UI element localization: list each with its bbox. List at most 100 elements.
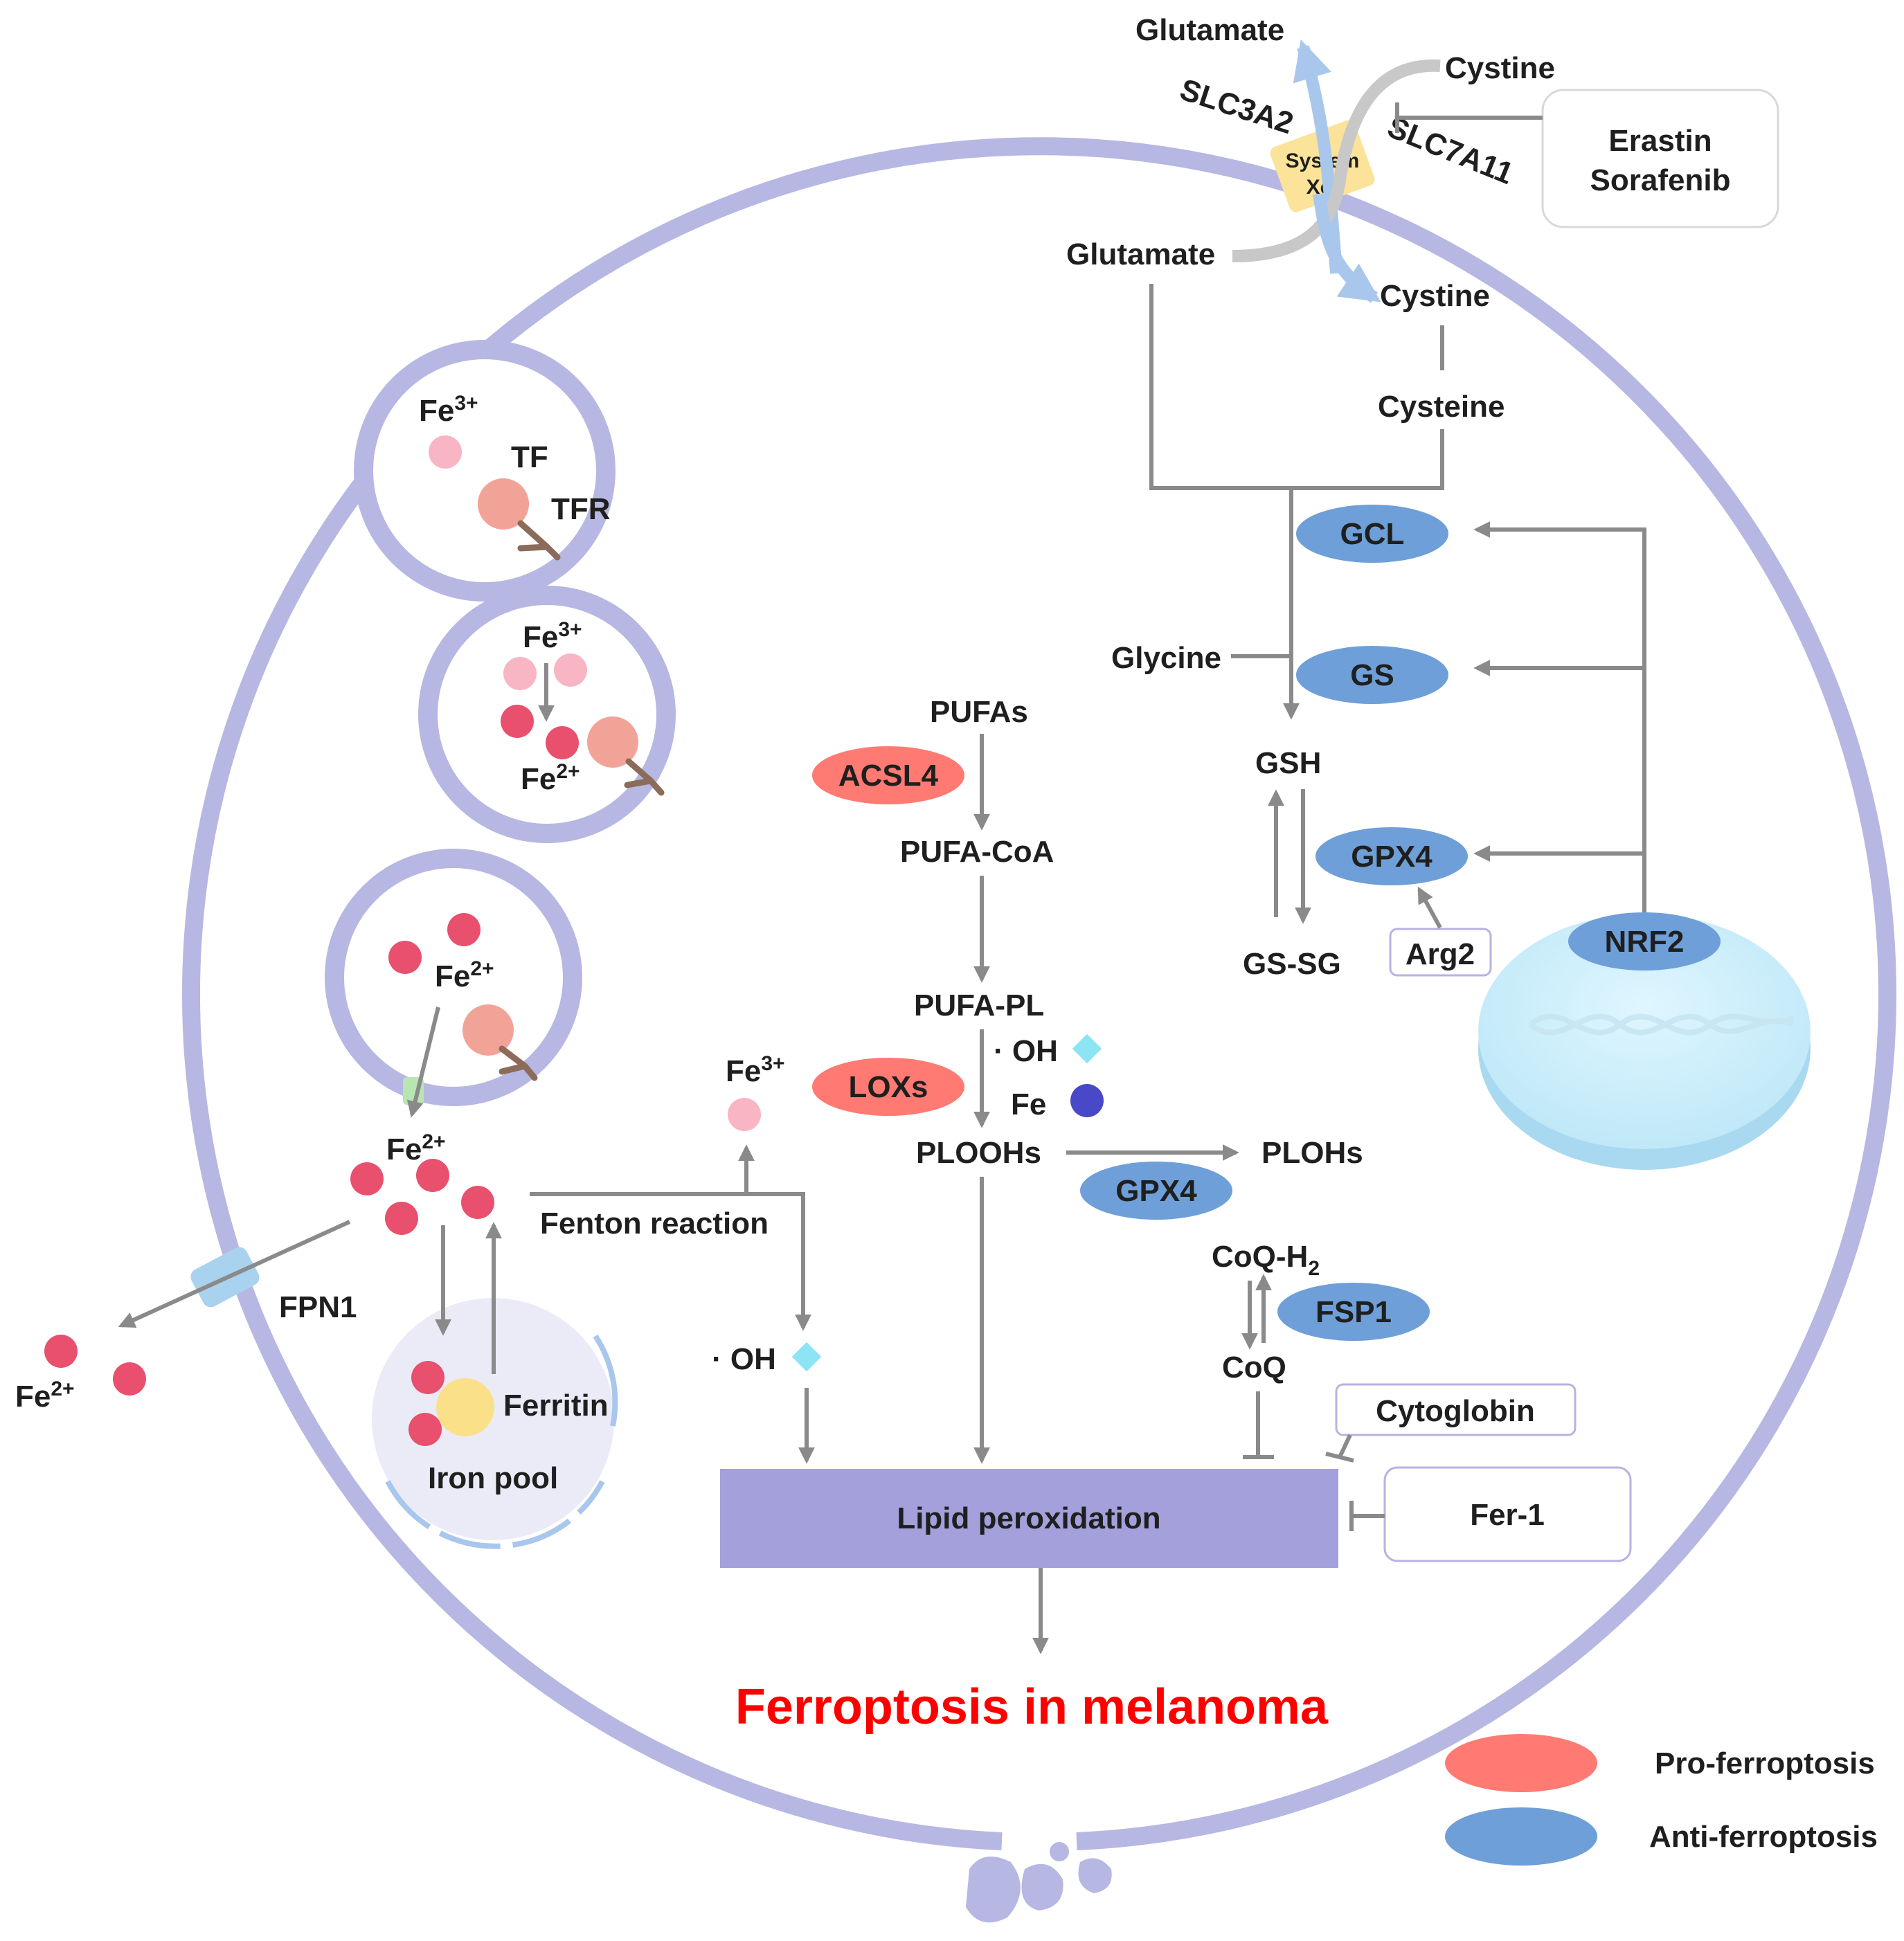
fsp1-enzyme (1277, 1283, 1430, 1341)
tfr-label: TFR (551, 492, 611, 526)
ploohs-label: PLOOHs (916, 1136, 1041, 1170)
fe2-particle (501, 705, 534, 738)
loxs-enzyme (812, 1058, 964, 1116)
arg2-label: Arg2 (1405, 937, 1475, 971)
exocytosis-vesicles (966, 1842, 1112, 1923)
cystine-in-label: Cystine (1380, 279, 1490, 313)
fsp1-label: FSP1 (1315, 1295, 1392, 1329)
pufa-coa-label: PUFA-CoA (900, 835, 1054, 869)
fe-label: Fe (1011, 1087, 1046, 1121)
glycine-label: Glycine (1111, 641, 1221, 675)
fenton-arrow (530, 1192, 811, 1331)
iron-pool-outline (593, 1334, 618, 1427)
fer1-label: Fer-1 (1470, 1498, 1545, 1532)
coq-label: CoQ (1222, 1351, 1286, 1384)
gpx4-enzyme-2 (1080, 1162, 1232, 1220)
pufas-label: PUFAs (930, 695, 1028, 729)
iron-pool-outline (385, 1480, 605, 1549)
iron-pool-label: Iron pool (428, 1461, 558, 1495)
lipid-peroxidation-box (720, 1469, 1338, 1568)
fpn1-label: FPN1 (279, 1290, 357, 1324)
transferrin-particle (587, 716, 638, 768)
erastin-sorafenib-box (1541, 89, 1779, 228)
fe3-particle (429, 435, 462, 469)
ferritin-icon (436, 1378, 494, 1436)
fe2-label-d: Fe2+ (386, 1130, 446, 1166)
fe3-label-a: Fe3+ (419, 392, 478, 428)
cytoglobin-box (1335, 1383, 1577, 1436)
gpx4-enzyme (1315, 827, 1468, 885)
fe2-particle (113, 1362, 146, 1396)
dna-helix-icon (1528, 1013, 1795, 1036)
fe3-label-b: Fe3+ (523, 618, 582, 654)
fe2-particle (44, 1335, 78, 1368)
hydroxyl-icon (1072, 1033, 1102, 1064)
legend-pro-swatch (1445, 1734, 1597, 1792)
legend: Pro-ferroptosis Anti-ferroptosis (1445, 1734, 1878, 1866)
slc3a2-label: SLC3A2 (1176, 73, 1297, 141)
arg2-box (1389, 928, 1492, 977)
tf-label: TF (511, 440, 548, 474)
fe2-particle (408, 1413, 442, 1446)
glutamate-in-label: Glutamate (1066, 237, 1215, 271)
legend-pro-label: Pro-ferroptosis (1655, 1746, 1875, 1780)
fe2-particle (447, 913, 481, 946)
arg2-arrow (1417, 886, 1442, 929)
fenton-label: Fenton reaction (540, 1207, 769, 1240)
sorafenib-label: Sorafenib (1590, 163, 1731, 197)
cytoglobin-label: Cytoglobin (1376, 1394, 1535, 1428)
oh-label-f: · OH (712, 1342, 776, 1376)
gs-enzyme (1296, 646, 1448, 704)
ferritin-label: Ferritin (503, 1389, 609, 1423)
erastin-label: Erastin (1608, 124, 1712, 158)
oh-label: · OH (994, 1034, 1058, 1068)
cytoglobin-inhibit-line (1338, 1434, 1352, 1459)
fe2-particle (388, 941, 422, 974)
fe3-label-f: Fe3+ (726, 1052, 785, 1088)
fe2-label-c: Fe2+ (435, 957, 494, 993)
plohs-label: PLOHs (1261, 1136, 1363, 1170)
transferrin-particle (462, 1004, 514, 1056)
lipid-peroxidation-label: Lipid peroxidation (897, 1501, 1160, 1535)
coqh2-label: CoQ-H2 (1212, 1240, 1320, 1280)
cell-membrane (182, 137, 1896, 1850)
gsh-label: GSH (1255, 746, 1321, 780)
glutamate-out-label: Glutamate (1135, 13, 1284, 47)
fe2-particle (546, 726, 579, 759)
transferrin-particle (478, 478, 529, 530)
endosome-3 (325, 849, 582, 1106)
iron-icon (1070, 1084, 1104, 1117)
pufa-pl-label: PUFA-PL (914, 988, 1044, 1022)
nrf2-label: NRF2 (1605, 925, 1685, 959)
cystine-out-label: Cystine (1445, 51, 1555, 85)
tfr-receptor-icon (624, 758, 665, 796)
tfr-receptor-icon (517, 520, 561, 561)
slc7a11-label: SLC7A11 (1383, 110, 1518, 191)
gcl-label: GCL (1340, 517, 1405, 551)
labile-fe2-particles (350, 1159, 494, 1235)
gs-label: GS (1350, 658, 1394, 692)
gpx4-label-2: GPX4 (1115, 1174, 1197, 1208)
nrf2-factor (1568, 912, 1721, 970)
inhibit-bar (1325, 1452, 1354, 1463)
gcl-enzyme (1296, 505, 1448, 563)
cystine-influx-arrow (1232, 59, 1441, 262)
endosome-1 (354, 340, 616, 602)
fe2-particle (411, 1361, 444, 1394)
cystine-in-arrow (1313, 192, 1381, 303)
hydroxyl-icon (791, 1342, 822, 1372)
diagram-title: Ferroptosis in melanoma (735, 1679, 1329, 1735)
fe3-particle (728, 1098, 761, 1131)
tfr-receptor-icon (499, 1045, 538, 1081)
nrf2-gcl-arrow (1473, 521, 1646, 912)
cysteine-label: Cysteine (1378, 390, 1505, 424)
efflux-arrow (118, 1220, 351, 1328)
gpx4-label: GPX4 (1351, 840, 1433, 874)
fe3-particle (503, 657, 537, 690)
legend-anti-swatch (1445, 1807, 1597, 1866)
iron-pool (372, 1298, 614, 1540)
fe2-out-label: Fe2+ (15, 1378, 75, 1414)
fe2-label-b: Fe2+ (521, 760, 580, 796)
legend-anti-label: Anti-ferroptosis (1649, 1820, 1878, 1854)
